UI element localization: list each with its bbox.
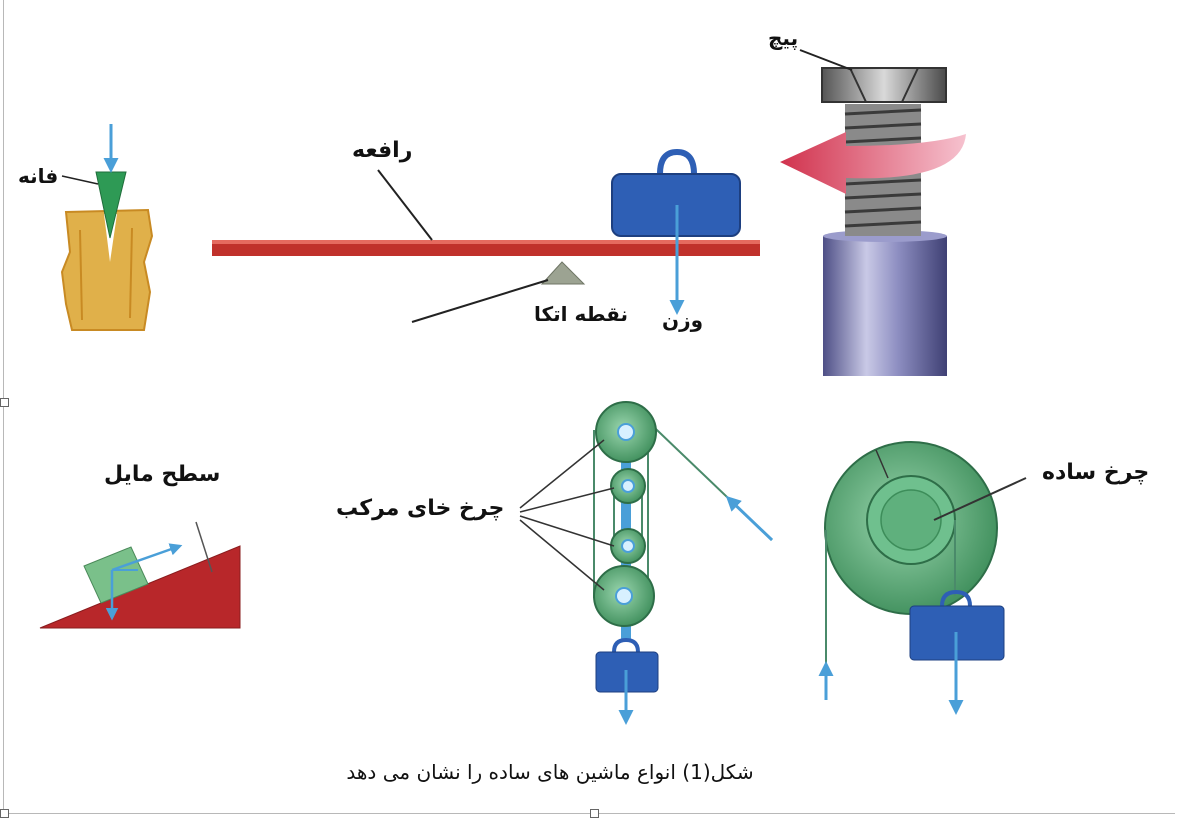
incline-force-arrow-1	[111, 543, 183, 572]
lever-group	[212, 148, 760, 323]
fulcrum-leader-line	[411, 279, 549, 323]
label-wedge: فانه	[18, 164, 59, 188]
wedge-leader-line	[61, 175, 99, 185]
incline-leader-line	[195, 521, 213, 573]
inclined-plane-group	[39, 521, 241, 629]
figure-caption: شکل(1) انواع ماشین های ساده را نشان می د…	[346, 760, 754, 784]
wedge-group	[60, 124, 154, 331]
incline-block	[83, 546, 149, 604]
weight-handle	[657, 148, 697, 175]
label-fulcrum: نقطه اتکا	[534, 302, 628, 326]
screw-group	[780, 49, 966, 376]
fulcrum-shape	[540, 261, 586, 285]
label-simple-pulley: چرخ ساده	[1042, 460, 1150, 485]
compound-pull-arrow	[725, 495, 774, 542]
label-compound-pulley: چرخ خای مرکب	[336, 496, 505, 521]
label-weight: وزن	[662, 308, 704, 332]
rotation-arrow	[780, 132, 966, 194]
compound-pulley-group	[519, 401, 774, 725]
resize-handle-left[interactable]	[0, 398, 9, 407]
screw-cylinder	[823, 236, 947, 376]
screw-leader-line	[799, 49, 853, 71]
selection-frame-bottom	[3, 813, 1175, 814]
simple-axle-tick	[875, 449, 889, 479]
simple-pulley-group	[818, 441, 1027, 715]
label-screw: پیچ	[768, 26, 799, 50]
selection-frame-left	[3, 0, 4, 818]
lever-leader-line	[377, 169, 433, 241]
screw-head	[821, 67, 947, 103]
label-lever: رافعه	[352, 138, 413, 163]
resize-handle-bottom-center[interactable]	[590, 809, 599, 818]
compound-leader-lines	[519, 439, 615, 591]
simple-leader-line	[933, 477, 1027, 521]
label-inclined-plane: سطح مایل	[104, 462, 221, 487]
resize-handle-bottom-left[interactable]	[0, 809, 9, 818]
